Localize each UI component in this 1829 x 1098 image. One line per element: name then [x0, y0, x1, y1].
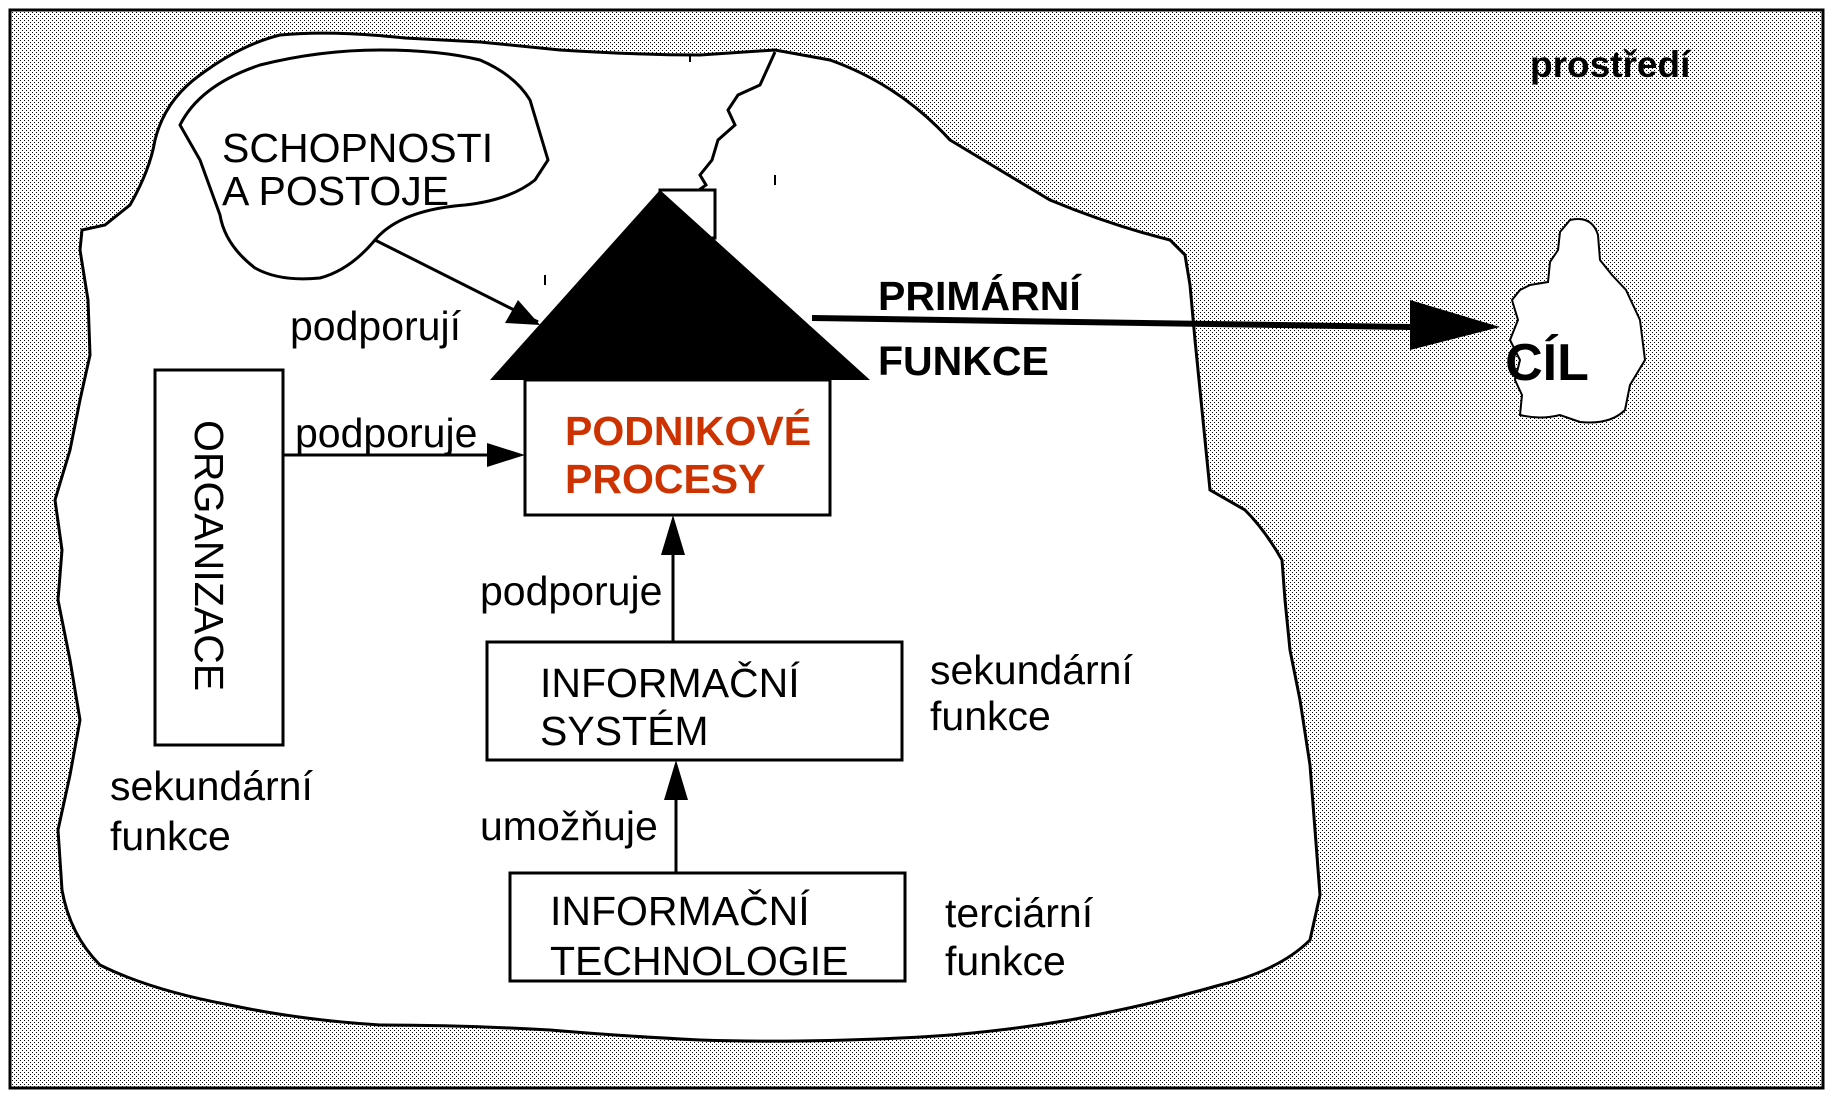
house-roof — [490, 190, 870, 380]
information-system-line2: SYSTÉM — [540, 708, 709, 754]
business-processes-line2: PROCESY — [565, 456, 766, 502]
information-technology-box — [508, 871, 907, 983]
abilities-line1: SCHOPNOSTI — [222, 125, 493, 171]
technology-enable-arrowhead — [664, 760, 688, 800]
business-processes-line1: PODNIKOVÉ — [565, 408, 811, 454]
primary-function-arrowhead — [1410, 300, 1500, 350]
organization-label: ORGANIZACE — [186, 420, 232, 691]
infosystem-support-label: podporuje — [480, 568, 662, 614]
goal-label: CÍL — [1505, 334, 1589, 392]
organization-function-line2: funkce — [110, 813, 231, 859]
technology-enable-label: umožňuje — [480, 803, 658, 849]
goal-blob — [1508, 218, 1647, 424]
organization-box — [153, 368, 285, 747]
abilities-support-label: podporují — [290, 303, 462, 349]
business-processes-box — [523, 378, 832, 517]
organization-support-label: podporuje — [295, 410, 477, 456]
environment-label: prostředí — [1530, 44, 1692, 85]
information-technology-line2: TECHNOLOGIE — [550, 938, 848, 984]
abilities-support-arrowhead — [505, 300, 540, 325]
organization-blob — [53, 31, 1322, 1043]
information-technology-function-line1: terciární — [945, 890, 1094, 936]
abilities-line2: A POSTOJE — [222, 168, 449, 214]
organization-support-arrowhead — [487, 443, 525, 467]
abilities-support-arrow — [374, 238, 539, 324]
primary-function-line1: PRIMÁRNÍ — [878, 273, 1082, 319]
information-technology-function-line2: funkce — [945, 938, 1066, 984]
information-system-line1: INFORMAČNÍ — [540, 660, 800, 706]
infosystem-support-arrowhead — [661, 515, 685, 555]
primary-function-arrow-line — [811, 315, 1411, 330]
primary-function-line2: FUNKCE — [878, 338, 1049, 384]
abilities-cloud — [178, 48, 550, 281]
organization-function-line1: sekundární — [110, 763, 313, 809]
information-system-function-line1: sekundární — [930, 647, 1133, 693]
information-system-box — [485, 640, 904, 762]
information-technology-line1: INFORMAČNÍ — [550, 888, 810, 934]
information-system-function-line2: funkce — [930, 693, 1051, 739]
